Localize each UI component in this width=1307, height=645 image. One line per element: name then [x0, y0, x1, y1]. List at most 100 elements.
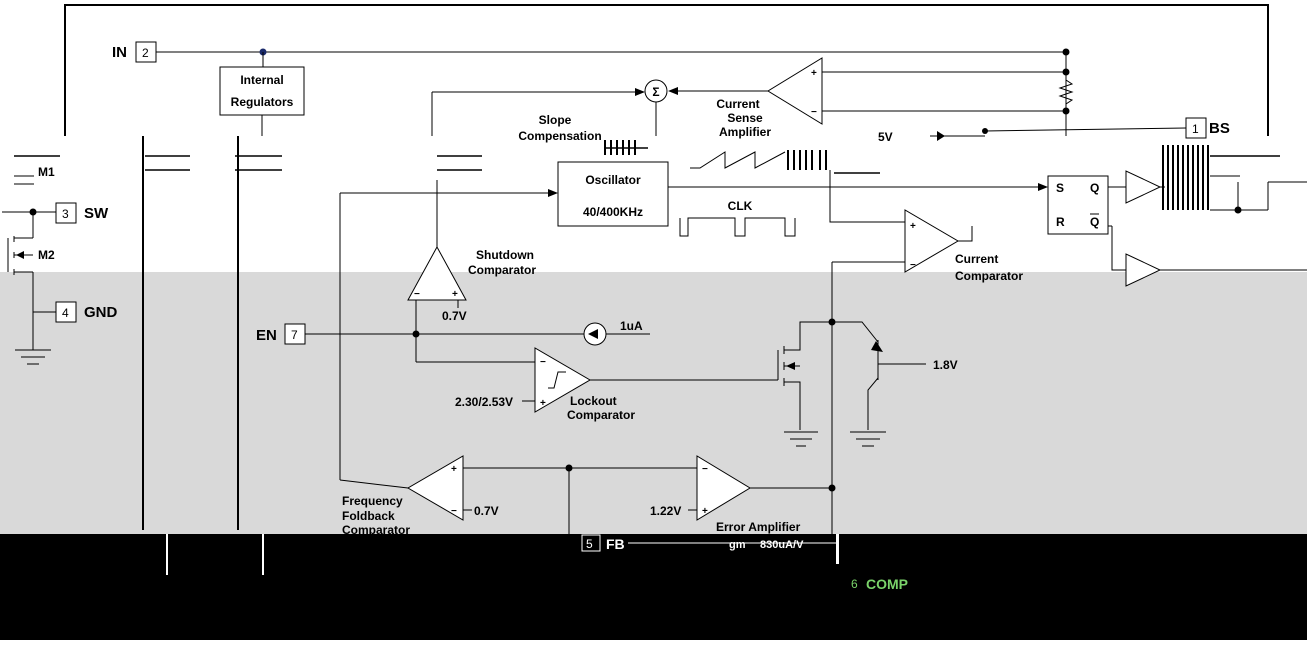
- csa-label: Amplifier: [719, 125, 771, 139]
- gray-region: [0, 272, 1307, 534]
- clk-waveform: [679, 217, 796, 237]
- foldback-label: Comparator: [342, 523, 410, 537]
- junction-dot: [828, 484, 836, 492]
- pin-gnd-box: [55, 301, 77, 323]
- oscillator-freq: 40/400KHz: [583, 205, 643, 219]
- csa-plus: +: [811, 68, 817, 79]
- m2-label: M2: [38, 248, 55, 262]
- glitch-marks: [604, 140, 1209, 210]
- hysteresis-icon: [548, 371, 566, 389]
- clamp-voltage: 1.8V: [933, 358, 958, 372]
- latch-q: Q: [1090, 181, 1099, 195]
- foldback-label: Frequency: [342, 494, 403, 508]
- pin-fb-name: FB: [606, 536, 625, 552]
- pin-en-name: EN: [256, 327, 277, 344]
- lo-minus: −: [540, 357, 546, 368]
- pin-in-name: IN: [112, 44, 127, 61]
- latch-qbar: Q: [1090, 215, 1099, 229]
- internal-regulators-block: [219, 66, 305, 116]
- lockout-comparator: [534, 347, 591, 413]
- pin-in-number: 2: [142, 46, 149, 60]
- ff-plus: +: [451, 464, 457, 475]
- error-amp-label: Error Amplifier: [716, 520, 801, 534]
- sense-resistor: [1058, 76, 1074, 111]
- current-source-label: 1uA: [620, 319, 643, 333]
- ea-minus: −: [702, 464, 708, 475]
- arrowhead: [16, 251, 24, 259]
- latch-s: S: [1056, 181, 1064, 195]
- current-comparator-label: Current: [955, 252, 998, 266]
- pin-gnd-number: 4: [62, 306, 69, 320]
- clk-label: CLK: [728, 199, 753, 213]
- arrowhead: [635, 88, 645, 96]
- junction-dot: [1234, 206, 1242, 214]
- internal-regulators-label: Regulators: [231, 95, 294, 109]
- pin-bs-number: 1: [1192, 122, 1199, 136]
- diode-icon: [937, 131, 945, 141]
- sigma-symbol: Σ: [652, 85, 659, 99]
- shutdown-comparator-label: Comparator: [468, 263, 536, 277]
- ff-minus: −: [451, 506, 457, 517]
- glitch-band: [14, 147, 1280, 174]
- ground-icon: [15, 349, 51, 365]
- arrowhead: [786, 362, 795, 370]
- pin-en-number: 7: [291, 328, 298, 342]
- arrowhead: [871, 341, 883, 352]
- current-comparator: [904, 209, 959, 273]
- lockout-comparator-label: Lockout: [570, 394, 617, 408]
- foldback-ref: 0.7V: [474, 504, 499, 518]
- m1-label: M1: [38, 165, 55, 179]
- sd-minus: −: [414, 289, 420, 300]
- error-amp-ref: 1.22V: [650, 504, 681, 518]
- oscillator-block: [557, 161, 669, 227]
- lockout-comparator-label: Comparator: [567, 408, 635, 422]
- gm-label: gm: [729, 539, 746, 551]
- ramp-waveform: [690, 151, 786, 169]
- driver-buffer-high: [1125, 170, 1162, 204]
- ea-plus: +: [702, 506, 708, 517]
- shutdown-ref: 0.7V: [442, 309, 467, 323]
- sr-latch: [1047, 175, 1109, 235]
- current-comparator-label: Comparator: [955, 269, 1023, 283]
- arrowhead: [1038, 183, 1048, 191]
- pin-sw-number: 3: [62, 207, 69, 221]
- arrowhead: [548, 189, 558, 197]
- lo-plus: +: [540, 398, 546, 409]
- black-region: [0, 534, 1307, 640]
- lockout-ref: 2.30/2.53V: [455, 395, 513, 409]
- foldback-label: Foldback: [342, 509, 395, 523]
- current-sense-amplifier: [767, 57, 823, 125]
- shutdown-comparator: [407, 245, 467, 301]
- clamp-transistor: [832, 321, 926, 430]
- csa-label: Sense: [727, 111, 763, 125]
- ground-icon: [850, 431, 886, 447]
- slope-comp-label: Slope: [539, 113, 572, 127]
- pin-fb-number: 5: [586, 537, 593, 551]
- pin-sw-box: [55, 202, 77, 224]
- v5-label: 5V: [878, 130, 893, 144]
- cc-minus: −: [910, 260, 916, 271]
- pin-sw-name: SW: [84, 205, 109, 222]
- latch-r: R: [1056, 215, 1065, 229]
- sd-plus: +: [452, 289, 458, 300]
- shutdown-comparator-label: Shutdown: [476, 248, 534, 262]
- csa-minus: −: [811, 107, 817, 118]
- chip-outline: [64, 4, 1269, 136]
- internal-regulators-label: Internal: [240, 73, 283, 87]
- frequency-foldback-comparator: [407, 455, 464, 521]
- junction-dot: [412, 330, 420, 338]
- pin-comp-name: COMP: [866, 576, 908, 592]
- oscillator-label: Oscillator: [585, 173, 641, 187]
- driver-buffer-low: [1125, 253, 1162, 287]
- pin-gnd-name: GND: [84, 304, 118, 321]
- ground-icon: [784, 431, 818, 447]
- csa-label: Current: [716, 97, 759, 111]
- pin-comp-number: 6: [851, 577, 858, 591]
- error-amplifier: [696, 455, 751, 521]
- slope-comp-label: Compensation: [518, 129, 601, 143]
- pin-fb-box: [581, 534, 601, 552]
- arrowhead: [588, 329, 598, 339]
- gm-value: 830uA/V: [760, 539, 804, 551]
